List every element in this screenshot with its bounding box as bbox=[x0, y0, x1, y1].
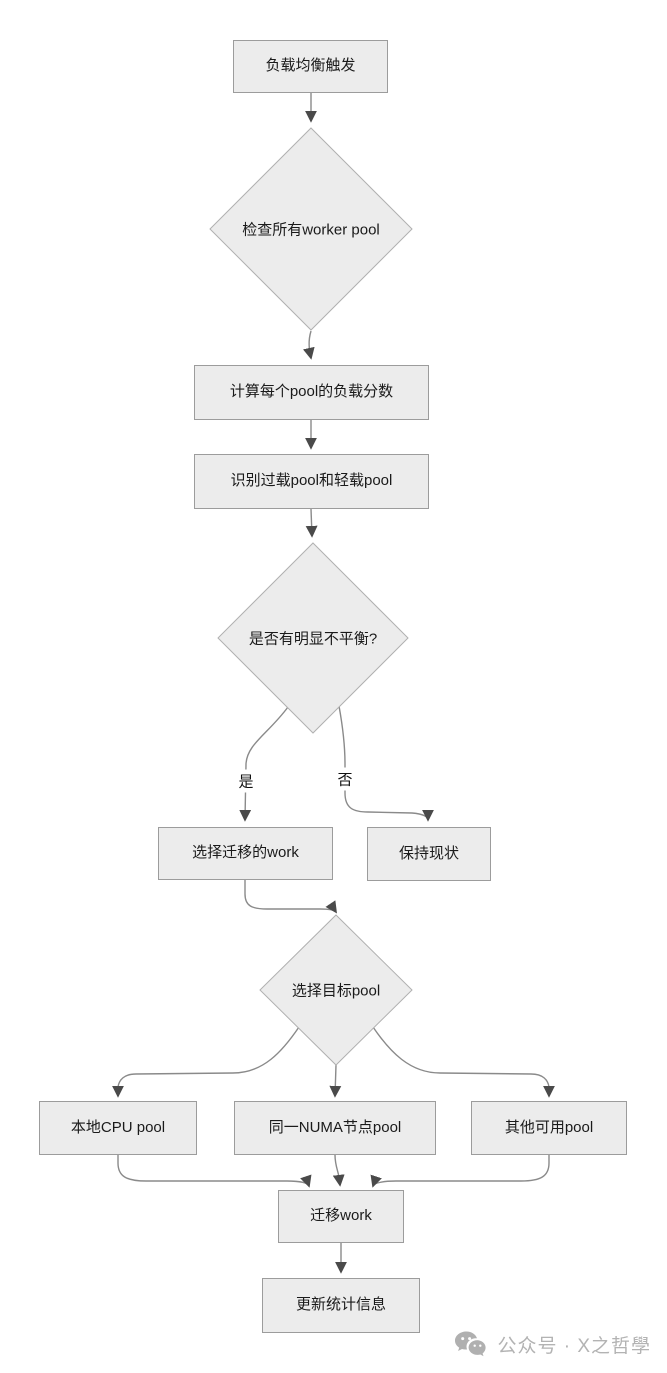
decision-imbalance-label: 是否有明显不平衡? bbox=[248, 630, 378, 648]
watermark-text: 公众号 · X之哲學 bbox=[497, 1336, 651, 1357]
decision-imbalance bbox=[217, 542, 409, 734]
decision-check-pools bbox=[209, 127, 413, 331]
node-local-pool: 本地CPU pool bbox=[39, 1101, 197, 1155]
node-numa-pool: 同一NUMA节点pool bbox=[234, 1101, 436, 1155]
wechat-icon bbox=[454, 1330, 488, 1359]
edge-target-to-local bbox=[112, 1026, 300, 1098]
edge-other-to-migrate bbox=[370, 1155, 550, 1188]
node-select-work: 选择迁移的work bbox=[158, 827, 333, 880]
edge-imbalance-no bbox=[338, 705, 434, 822]
edge-imbalance-yes bbox=[239, 706, 289, 822]
node-migrate: 迁移work bbox=[278, 1190, 404, 1243]
edge-target-to-numa bbox=[329, 1064, 342, 1098]
node-start: 负载均衡触发 bbox=[233, 40, 388, 93]
edge-numa-to-migrate bbox=[332, 1154, 345, 1187]
node-update-stats: 更新统计信息 bbox=[262, 1278, 420, 1333]
edge-identify-to-imbalance bbox=[305, 508, 318, 538]
watermark: 公众号 · X之哲學 bbox=[454, 1330, 651, 1359]
node-keep-status: 保持现状 bbox=[367, 827, 491, 881]
edge-label-yes: 是 bbox=[233, 769, 259, 793]
decision-select-target bbox=[259, 914, 413, 1066]
node-calc-score: 计算每个pool的负载分数 bbox=[194, 365, 429, 420]
decision-select-target-label: 选择目标pool bbox=[291, 982, 381, 1000]
decision-check-pools-label: 检查所有worker pool bbox=[242, 221, 380, 239]
edge-target-to-other bbox=[372, 1026, 555, 1098]
node-identify: 识别过载pool和轻载pool bbox=[194, 454, 429, 509]
node-other-pool: 其他可用pool bbox=[471, 1101, 627, 1155]
edge-check-to-calc bbox=[302, 330, 315, 360]
edge-local-to-migrate bbox=[117, 1155, 312, 1188]
edge-selectwork-to-target bbox=[244, 880, 337, 914]
edge-label-no: 否 bbox=[332, 767, 358, 791]
